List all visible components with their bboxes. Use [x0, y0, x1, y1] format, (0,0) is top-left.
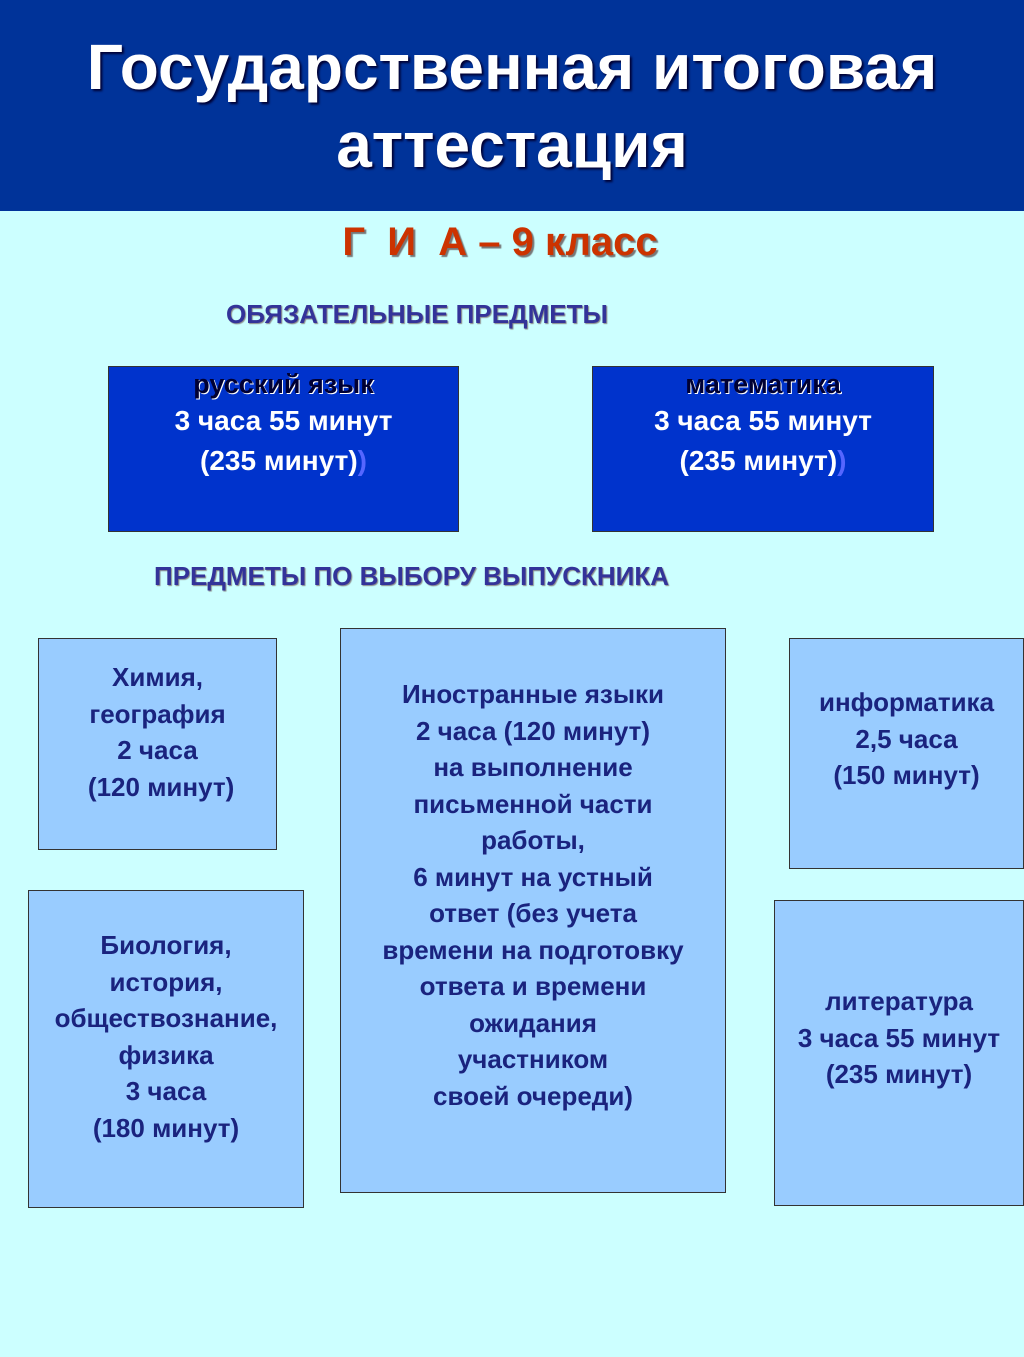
box-line: 2 часа (120 минут): [415, 715, 651, 746]
box-line: на выполнение: [433, 752, 633, 782]
box-line: история,: [109, 966, 223, 997]
box-line: письменной части: [413, 788, 653, 819]
elective-heading: ПРЕДМЕТЫ ПО ВЫБОРУ ВЫПУСКНИКА: [154, 561, 669, 591]
russian-language-box: русский язык 3 часа 55 минут (235 минут)…: [108, 366, 459, 532]
mathematics-box: математика 3 часа 55 минут (235 минут)): [592, 366, 934, 532]
literature-box: литература 3 часа 55 минут (235 минут): [774, 900, 1024, 1206]
extra-paren: ): [357, 445, 367, 476]
box-line: (120 минут): [80, 771, 235, 802]
foreign-languages-box: Иностранные языки 2 часа (120 минут) на …: [340, 628, 726, 1193]
box-line: работы,: [481, 825, 585, 855]
mandatory-heading: ОБЯЗАТЕЛЬНЫЕ ПРЕДМЕТЫ: [226, 299, 608, 329]
box-line: 3 часа 55 минут: [797, 1022, 1001, 1053]
duration-minutes: (235 минут): [200, 445, 358, 476]
chemistry-geography-box: Химия, география 2 часа (120 минут): [38, 638, 277, 850]
box-line: ожидания: [469, 1007, 597, 1038]
box-line: информатика: [818, 687, 995, 717]
box-line: своей очереди): [433, 1080, 633, 1111]
box-line: Химия,: [112, 662, 203, 692]
informatics-box: информатика 2,5 часа (150 минут): [789, 638, 1024, 869]
duration-minutes: (235 минут): [679, 445, 838, 476]
box-line: 6 минут на устный: [413, 861, 653, 892]
box-line: 2,5 часа: [855, 723, 958, 754]
extra-paren: ): [837, 445, 847, 476]
box-line: обществознание,: [54, 1003, 278, 1033]
duration: 3 часа 55 минут: [174, 405, 393, 436]
box-line: литература: [825, 986, 973, 1016]
box-line: (150 минут): [833, 760, 980, 790]
header-banner: [0, 0, 1024, 211]
box-line: Биология,: [100, 930, 232, 960]
box-line: времени на подготовку: [382, 934, 684, 965]
box-line: (235 минут): [825, 1059, 973, 1089]
page-title: Государственная итоговая аттестация: [0, 28, 1024, 184]
box-line: участником: [457, 1044, 609, 1074]
duration: 3 часа 55 минут: [654, 405, 872, 436]
box-line: ответ (без учета: [429, 898, 637, 928]
box-line: Иностранные языки: [401, 679, 665, 709]
box-line: 2 часа: [117, 735, 198, 765]
subtitle: Г И А – 9 класс: [342, 220, 658, 264]
box-line: география: [89, 698, 226, 729]
biology-history-box: Биология, история, обществознание, физик…: [28, 890, 304, 1208]
title-line-2: аттестация: [336, 109, 688, 181]
box-line: ответа и времени: [419, 971, 647, 1001]
title-line-1: Государственная итоговая: [86, 31, 938, 103]
box-line: физика: [118, 1039, 214, 1070]
box-line: (180 минут): [92, 1112, 240, 1143]
subject-name: математика: [685, 369, 841, 399]
box-line: 3 часа: [125, 1076, 207, 1106]
subject-name: русский язык: [193, 369, 374, 399]
